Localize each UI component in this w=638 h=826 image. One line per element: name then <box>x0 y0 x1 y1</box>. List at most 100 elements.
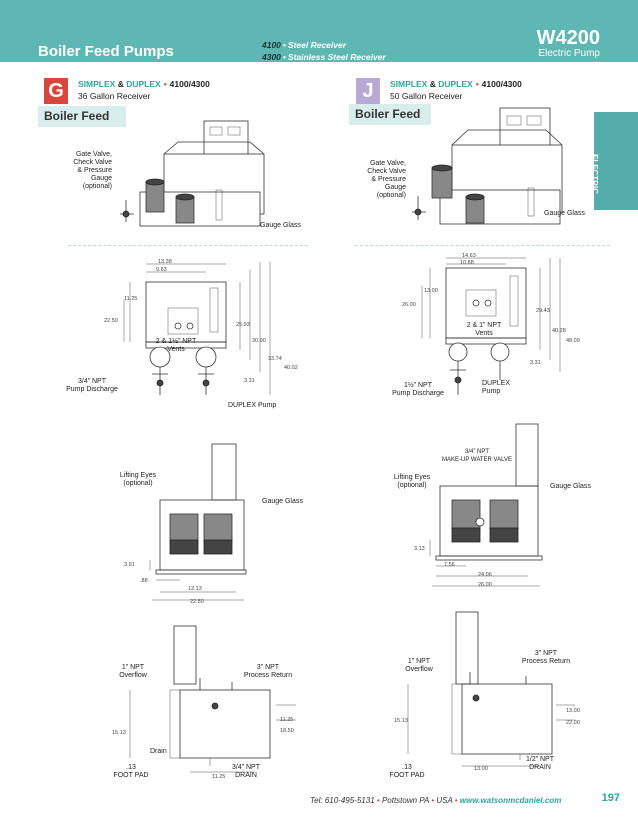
dimension: 13.00 <box>474 766 488 772</box>
duplex-label: DUPLEX <box>438 79 473 89</box>
section-j-title: SIMPLEX & DUPLEX•4100/4300 <box>390 79 522 89</box>
bullet: • <box>282 52 286 62</box>
gauge-glass-label: Gauge Glass <box>260 222 301 229</box>
pump-discharge-label: 3/4” NPT Pump Discharge <box>66 378 118 393</box>
dimension: 30.90 <box>252 338 266 344</box>
lifting-eyes-label: Lifting Eyes (optional) <box>119 472 157 487</box>
divider <box>355 245 610 246</box>
section-badge-j: J <box>356 78 380 104</box>
dimension: 26.00 <box>478 582 492 588</box>
dimension: 13.38 <box>158 259 172 265</box>
front-view-j <box>421 257 561 395</box>
overflow-label: 1” NPT Overflow <box>405 658 433 673</box>
dimension: 3.31 <box>530 360 541 366</box>
receiver-line-stainless: 4300•Stainless Steel Receiver <box>262 52 386 62</box>
side-tab-electric-pumps[interactable]: ELECTRIC PUMPS <box>580 112 638 210</box>
drain-label: Drain <box>150 748 167 755</box>
dimension: 40.02 <box>284 365 298 371</box>
dimension: 22.00 <box>566 720 580 726</box>
unit-photo-g <box>120 120 265 227</box>
bullet: • <box>475 79 479 89</box>
dimension: 7.56 <box>444 562 455 568</box>
process-return-label: 3” NPT Process Return <box>521 650 571 665</box>
section-badge-g: G <box>44 78 68 104</box>
process-return-label: 3” NPT Process Return <box>243 664 293 679</box>
bullet: • <box>163 79 167 89</box>
divider <box>68 245 308 246</box>
city: Pottstown PA <box>381 796 430 805</box>
dimension: 24.06 <box>478 572 492 578</box>
duplex-pump-label: DUPLEX Pump <box>228 402 277 409</box>
lifting-eyes-label: Lifting Eyes (optional) <box>393 474 431 489</box>
amp: & <box>117 79 124 89</box>
dimension: 13.00 <box>566 708 580 714</box>
side-view-g <box>149 443 247 601</box>
section-j-capacity: 50 Gallon Receiver <box>390 91 463 101</box>
model-code: 4100 <box>262 40 281 50</box>
dimension: 9.63 <box>156 267 167 273</box>
dimension: 12.13 <box>188 586 202 592</box>
foot-pad-label: .13 FOOT PAD <box>113 764 149 779</box>
bullet: • <box>454 796 458 805</box>
bullet: • <box>282 40 286 50</box>
dimension: 29.43 <box>536 308 550 314</box>
website-link[interactable]: www.watsonmcdaniel.com <box>459 796 562 805</box>
dimension: 40.28 <box>552 328 566 334</box>
material: Steel Receiver <box>287 40 347 50</box>
dimension: 18.50 <box>280 728 294 734</box>
front-view-g <box>123 262 271 395</box>
models: 4100/4300 <box>169 79 210 89</box>
dimension: 11.25 <box>212 774 226 780</box>
material: Stainless Steel Receiver <box>287 52 386 62</box>
section-j-tag: Boiler Feed <box>349 104 431 125</box>
footer-contact: Tel: 610-495-5131 • Pottstown PA • USA •… <box>310 796 561 805</box>
gauge-glass-label: Gauge Glass <box>550 483 591 490</box>
gauge-glass-label: Gauge Glass <box>544 210 585 217</box>
dimension: 26.00 <box>402 302 416 308</box>
drain-npt-label: 3/4” NPT DRAIN <box>231 764 260 779</box>
page-title: Boiler Feed Pumps <box>38 43 174 60</box>
pump-discharge-label: 1½” NPT Pump Discharge <box>392 382 444 397</box>
section-g-tag: Boiler Feed <box>38 106 126 127</box>
dimension: 25.93 <box>236 322 250 328</box>
dimension: 14.63 <box>462 253 476 259</box>
models: 4100/4300 <box>481 79 522 89</box>
valves-label: Gate Valve, Check Valve & Pressure Gauge… <box>73 151 112 190</box>
dimension: 22.50 <box>190 599 204 605</box>
country: USA <box>436 796 453 805</box>
dimension: 3.91 <box>124 562 135 568</box>
receiver-line-steel: 4100•Steel Receiver <box>262 40 346 50</box>
valves-label: Gate Valve, Check Valve & Pressure Gauge… <box>367 160 406 199</box>
section-g-capacity: 36 Gallon Receiver <box>78 91 151 101</box>
makeup-valve-label: 3/4” NPT MAKE-UP WATER VALVE <box>441 449 512 463</box>
page-number: 197 <box>601 792 620 804</box>
dimension: 15.13 <box>112 730 126 736</box>
simplex-label: SIMPLEX <box>390 79 428 89</box>
end-view-g <box>129 625 296 773</box>
foot-pad-label: .13 FOOT PAD <box>389 764 425 779</box>
section-g-title: SIMPLEX & DUPLEX•4100/4300 <box>78 79 210 89</box>
overflow-label: 1” NPT Overflow <box>119 664 147 679</box>
dimension: 13.00 <box>424 288 438 294</box>
end-view-j <box>407 611 575 767</box>
side-view-j <box>429 423 543 587</box>
gauge-glass-label: Gauge Glass <box>262 498 303 505</box>
dimension: 22.50 <box>104 318 118 324</box>
model-number: W4200 <box>536 27 600 49</box>
bullet: • <box>376 796 380 805</box>
dimension: 11.25 <box>280 717 294 723</box>
bullet: • <box>431 796 435 805</box>
simplex-label: SIMPLEX <box>78 79 116 89</box>
dimension: 3.13 <box>414 546 425 552</box>
vents-label: 2 & 1½” NPT Vents <box>155 338 197 353</box>
dimension: 48.09 <box>566 338 580 344</box>
header-band <box>0 0 638 62</box>
dimension: 33.74 <box>268 356 282 362</box>
duplex-pump-label: DUPLEX Pump <box>482 380 511 395</box>
amp: & <box>429 79 436 89</box>
dimension: 15.13 <box>394 718 408 724</box>
unit-photo-j <box>412 107 563 225</box>
dimension: .88 <box>140 578 148 584</box>
dimension: 3.31 <box>244 378 255 384</box>
